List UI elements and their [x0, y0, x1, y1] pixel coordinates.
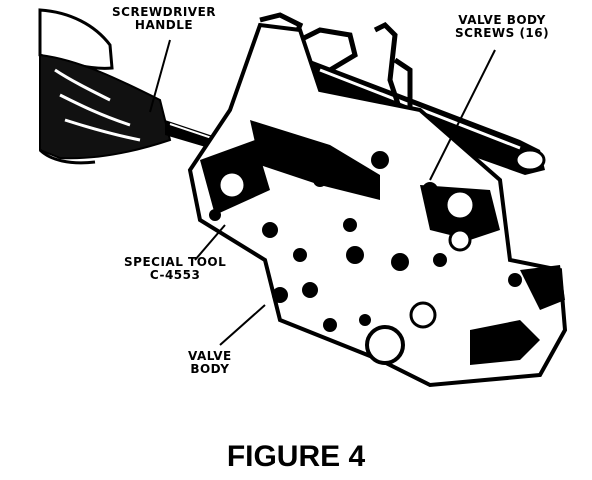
- callout-line: SCREWDRIVER: [112, 5, 217, 19]
- callout-line: VALVE: [188, 349, 232, 363]
- callout-line: SPECIAL TOOL: [124, 255, 227, 269]
- callout-line: HANDLE: [134, 18, 194, 32]
- callout-line: SCREWS (16): [455, 26, 550, 40]
- callout-valve-body-screws: VALVE BODY SCREWS (16): [455, 14, 549, 40]
- callout-line: C-4553: [149, 268, 201, 282]
- leader-lines: [149, 39, 496, 346]
- valve-body-screws: [209, 151, 522, 358]
- callout-line: BODY: [190, 362, 230, 376]
- callout-special-tool: SPECIAL TOOL C-4553: [124, 256, 226, 282]
- callout-valve-body: VALVE BODY: [188, 350, 232, 376]
- callout-line: VALVE BODY: [458, 13, 546, 27]
- figure-caption: FIGURE 4: [226, 440, 366, 473]
- hand-illustration: [38, 8, 172, 165]
- valve-body-plate: [187, 22, 568, 388]
- callout-screwdriver-handle: SCREWDRIVER HANDLE: [112, 6, 216, 32]
